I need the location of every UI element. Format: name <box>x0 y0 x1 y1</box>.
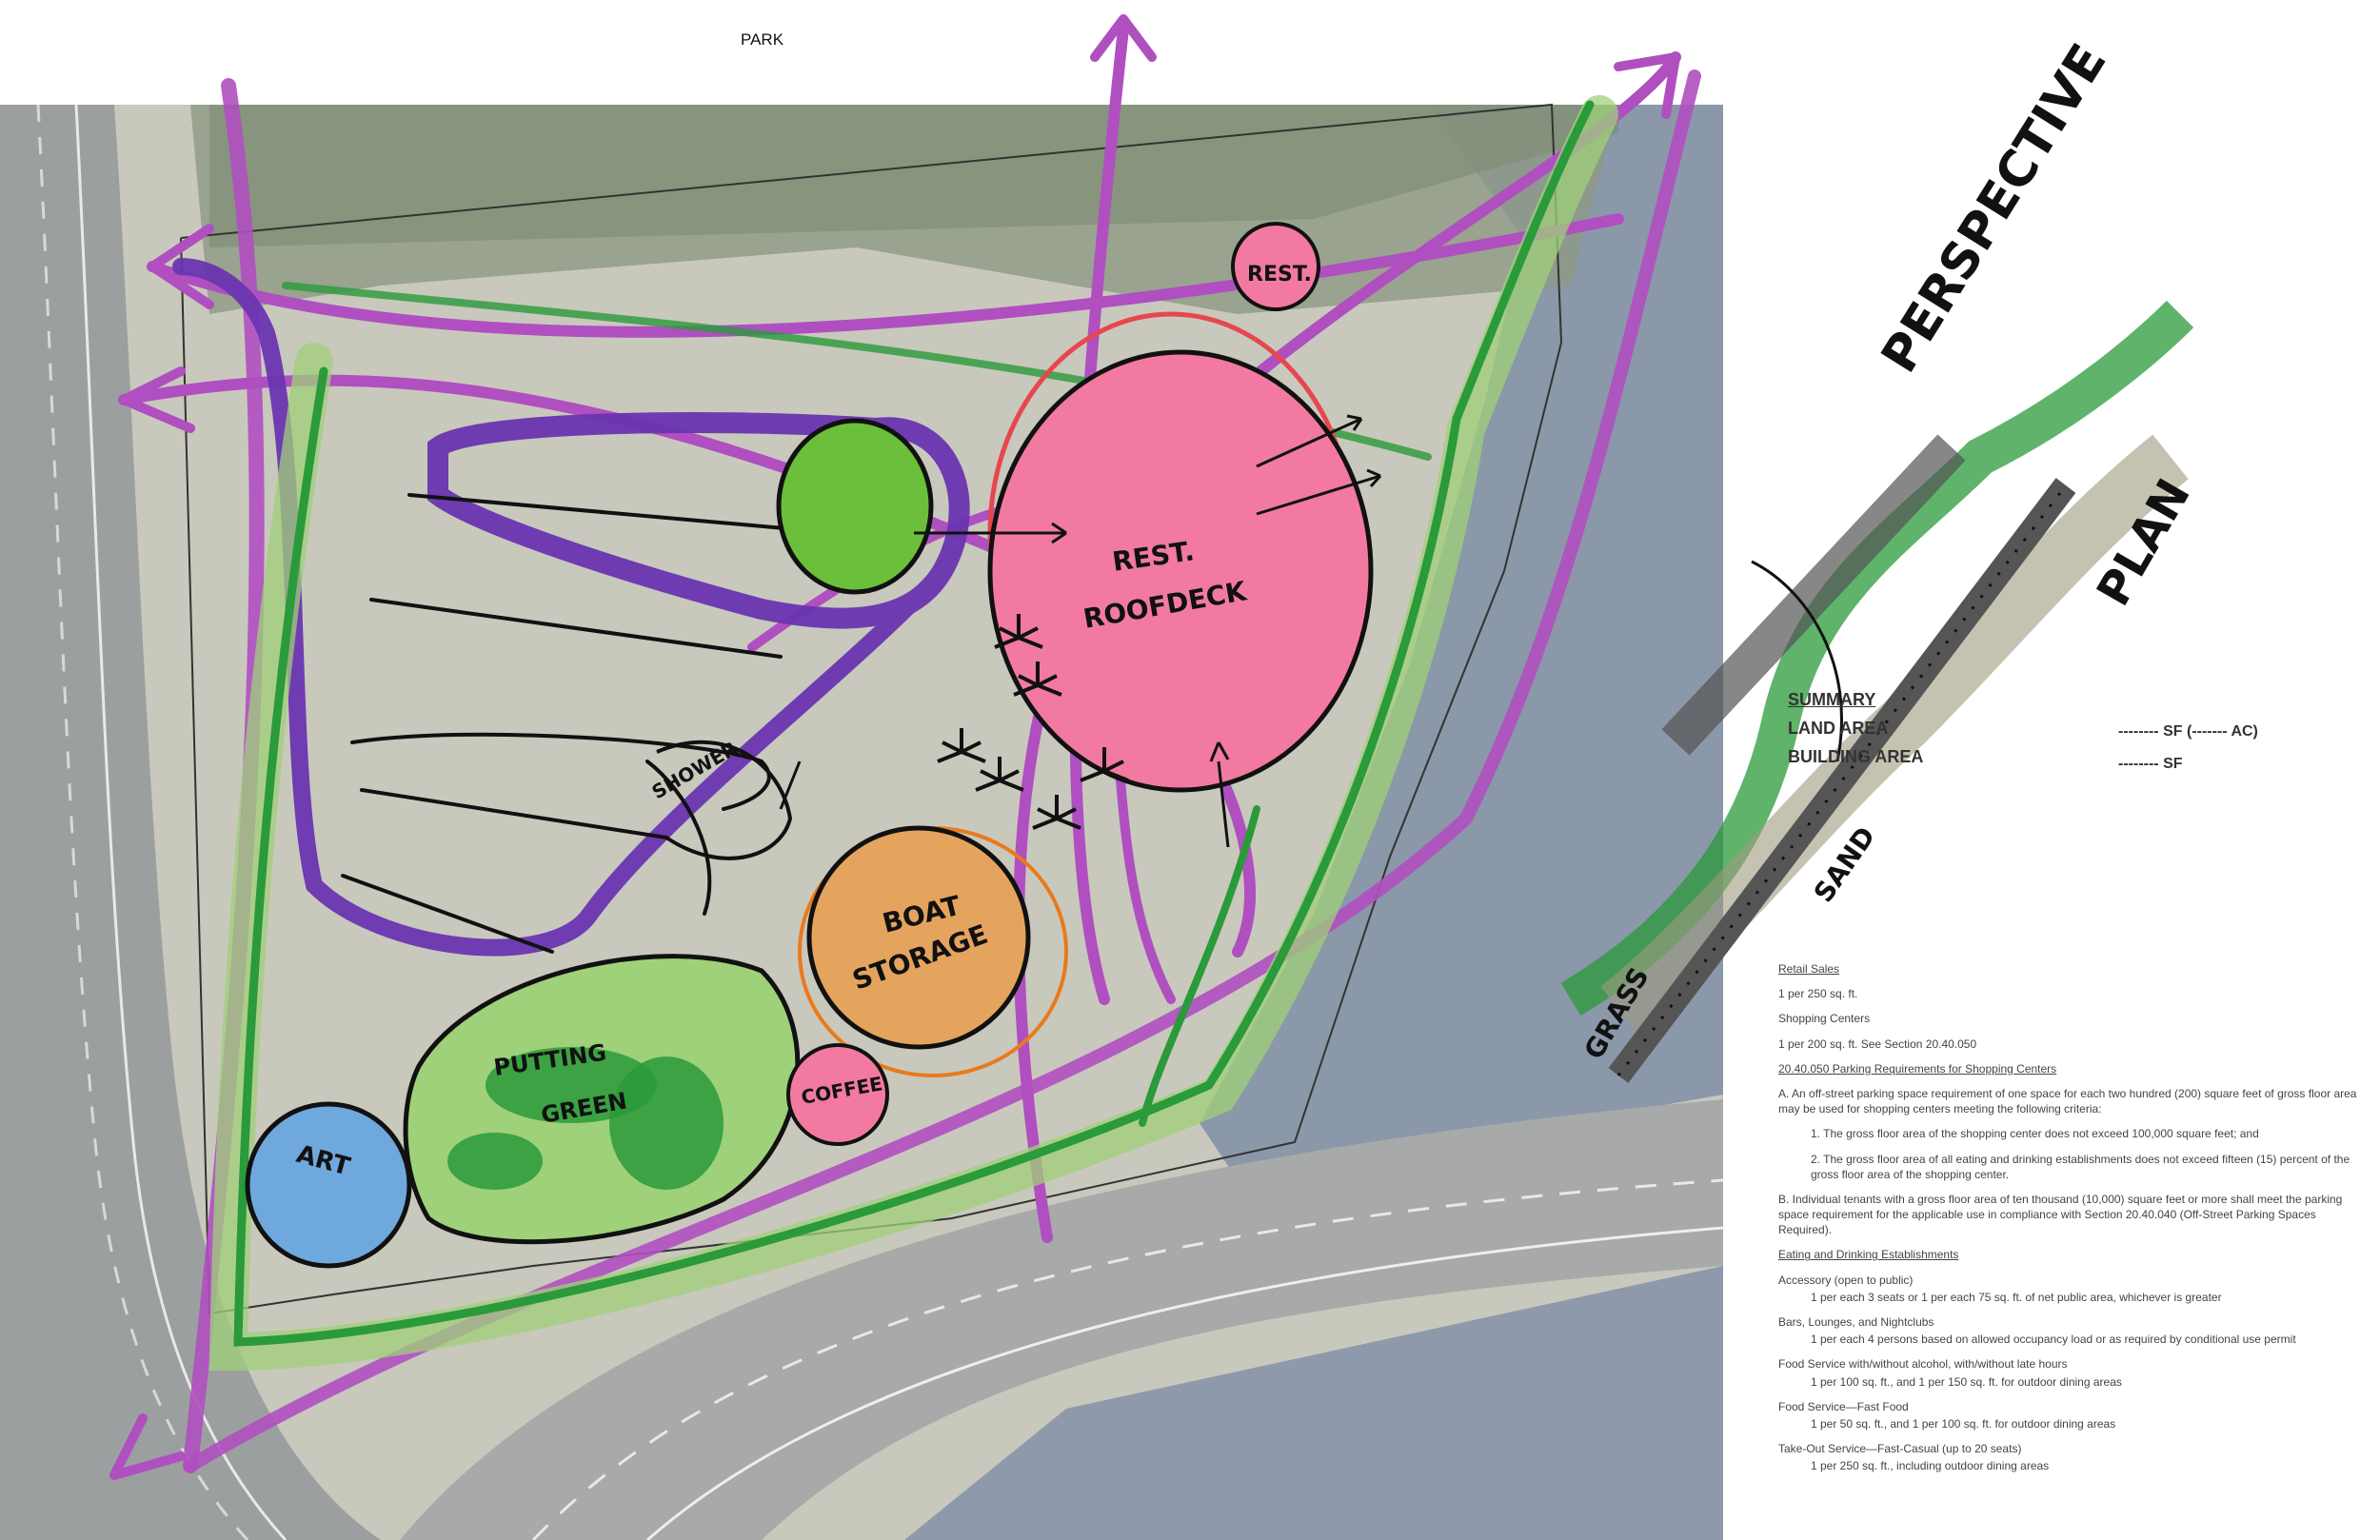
zone-coffee: COFFEE <box>786 1043 889 1146</box>
notes-shopping-centers: Shopping Centers <box>1778 1012 1871 1026</box>
notes-shopping-ratio: 1 per 200 sq. ft. See Section 20.40.050 <box>1778 1037 1977 1051</box>
parking-notes: Retail Sales 1 per 250 sq. ft. Shopping … <box>1778 961 2369 1484</box>
notes-para-a1: 1. The gross floor area of the shopping … <box>1811 1127 2259 1141</box>
notes-para-a2: 2. The gross floor area of all eating an… <box>1811 1152 2350 1181</box>
notes-fast-food: Food Service—Fast Food <box>1778 1399 1909 1413</box>
zone-putting-green: PUTTING GREEN <box>403 954 801 1245</box>
summary-block: SUMMARY LAND AREA BUILDING AREA <box>1788 685 1923 771</box>
notes-eating-title: Eating and Drinking Establishments <box>1778 1248 1959 1262</box>
park-label: PARK <box>741 30 784 49</box>
notes-takeout-ratio: 1 per 250 sq. ft., including outdoor din… <box>1811 1459 2050 1473</box>
green-edge-landscape <box>208 95 1618 1372</box>
zone-rest-roofdeck: REST. ROOFDECK <box>987 311 1374 793</box>
summary-building-area: BUILDING AREA <box>1788 747 1924 766</box>
zone-boat-storage: BOAT STORAGE <box>798 825 1068 1077</box>
zone-green-oval <box>776 418 934 595</box>
summary-land-value: -------- SF (------- AC) <box>2118 723 2258 740</box>
rest-small-label: REST. <box>1247 263 1312 286</box>
zone-art: ART <box>245 1101 412 1269</box>
notes-section-title: 20.40.050 Parking Requirements for Shopp… <box>1778 1061 2057 1076</box>
violet-loop-path <box>172 258 970 957</box>
notes-bars: Bars, Lounges, and Nightclubs <box>1778 1315 1934 1329</box>
summary-land-area: LAND AREA <box>1788 719 1889 738</box>
notes-fast-food-ratio: 1 per 50 sq. ft., and 1 per 100 sq. ft. … <box>1811 1416 2116 1431</box>
notes-retail-ratio: 1 per 250 sq. ft. <box>1778 987 1858 1001</box>
notes-food-service-ratio: 1 per 100 sq. ft., and 1 per 150 sq. ft.… <box>1811 1374 2122 1389</box>
notes-para-b: B. Individual tenants with a gross floor… <box>1778 1192 2343 1237</box>
summary-building-value: -------- SF <box>2118 756 2183 772</box>
notes-bars-ratio: 1 per each 4 persons based on allowed oc… <box>1811 1333 2296 1347</box>
zone-rest-small: REST. <box>1231 222 1320 311</box>
palm-trees <box>937 614 1129 830</box>
zone-arrows <box>779 414 1382 848</box>
perspective-label: PERSPECTIVE <box>1871 34 2117 383</box>
summary-heading: SUMMARY <box>1788 690 1876 709</box>
notes-food-service: Food Service with/without alcohol, with/… <box>1778 1357 2068 1372</box>
notes-para-a: A. An off-street parking space requireme… <box>1778 1086 2357 1116</box>
parking-rows <box>341 493 840 954</box>
summary-values: -------- SF (------- AC) -------- SF <box>2118 716 2258 780</box>
notes-takeout: Take-Out Service—Fast-Casual (up to 20 s… <box>1778 1442 2022 1456</box>
notes-accessory-ratio: 1 per each 3 seats or 1 per each 75 sq. … <box>1811 1290 2222 1304</box>
notes-accessory: Accessory (open to public) <box>1778 1273 1914 1287</box>
notes-retail-sales: Retail Sales <box>1778 962 1840 976</box>
